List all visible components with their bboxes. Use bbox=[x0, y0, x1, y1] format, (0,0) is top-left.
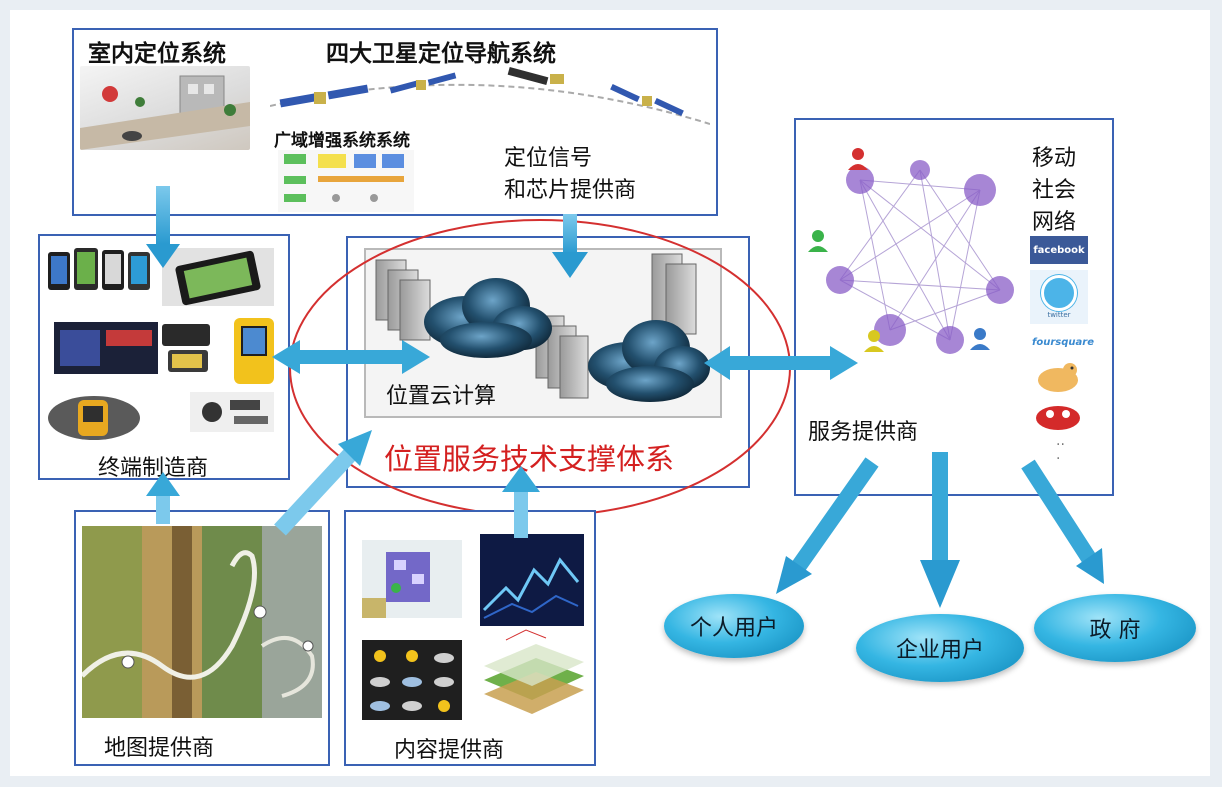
facebook-logo: facebook bbox=[1030, 236, 1088, 264]
satellite-icon bbox=[279, 84, 369, 108]
server-icon bbox=[375, 259, 431, 341]
content-imagery-image bbox=[362, 534, 584, 720]
satellite-icon bbox=[389, 72, 457, 94]
indoor-positioning-image bbox=[80, 66, 250, 150]
satellite-orbit bbox=[270, 66, 710, 125]
content-provider-label: 内容提供商 bbox=[394, 738, 505, 763]
user-icon bbox=[808, 230, 828, 252]
social-network-label-line2: 社会 bbox=[1032, 178, 1077, 203]
government-label: 政 府 bbox=[1089, 618, 1141, 643]
server-icon bbox=[535, 315, 589, 399]
handheld-gps-icon bbox=[234, 318, 274, 384]
more-dots: ··· bbox=[1056, 437, 1065, 467]
cloud-icon bbox=[588, 320, 710, 402]
user-icon bbox=[970, 328, 990, 350]
user-icon bbox=[864, 330, 884, 352]
phone-icon bbox=[48, 248, 150, 290]
arrow-map-to-center bbox=[274, 430, 372, 536]
twitter-bird-icon bbox=[1041, 275, 1077, 311]
wide-area-augmentation-label: 广域增强系统系统 bbox=[274, 131, 410, 151]
user-icon bbox=[848, 148, 868, 170]
social-network-label-line3: 网络 bbox=[1032, 210, 1077, 235]
support-system-label: 位置服务技术支撑体系 bbox=[384, 442, 675, 476]
social-network-graph-image bbox=[808, 148, 1014, 354]
government-node: 政 府 bbox=[1034, 594, 1196, 662]
red-robot-logo-icon bbox=[1036, 406, 1080, 430]
terminal-devices-image bbox=[48, 248, 274, 440]
personal-user-label: 个人用户 bbox=[689, 616, 778, 641]
twitter-logo-text: twitter bbox=[1047, 311, 1071, 319]
twitter-logo: twitter bbox=[1030, 270, 1088, 324]
personal-user-node: 个人用户 bbox=[664, 594, 804, 658]
arrow-service-to-government bbox=[1021, 459, 1104, 584]
arrow-map-to-terminal bbox=[146, 472, 180, 524]
map-imagery-image bbox=[82, 526, 322, 718]
facebook-logo-text: facebook bbox=[1033, 244, 1085, 256]
satellite-navigation-label: 四大卫星定位导航系统 bbox=[326, 41, 556, 67]
enterprise-user-label: 企业用户 bbox=[895, 638, 984, 663]
enterprise-user-node: 企业用户 bbox=[856, 614, 1024, 682]
arrow-service-to-enterprise bbox=[920, 452, 960, 608]
arrow-signal-to-cloud bbox=[552, 214, 588, 278]
server-icon bbox=[651, 253, 697, 335]
satellite-icon bbox=[610, 83, 684, 117]
indoor-positioning-label: 室内定位系统 bbox=[88, 41, 226, 67]
terminal-manufacturer-label: 终端制造商 bbox=[98, 456, 209, 481]
arrow-service-to-personal bbox=[776, 457, 879, 594]
cloud-computing-label: 位置云计算 bbox=[386, 384, 497, 409]
cloud-computing-image bbox=[375, 253, 710, 402]
mascot-logo-icon bbox=[1038, 363, 1078, 392]
cloud-icon bbox=[424, 278, 552, 358]
signal-chip-label-line2: 和芯片提供商 bbox=[504, 178, 637, 203]
foursquare-logo-text: foursquare bbox=[1032, 336, 1094, 348]
satellite-icon bbox=[507, 66, 564, 86]
social-network-label-line1: 移动 bbox=[1032, 146, 1077, 171]
wide-area-diagram-image bbox=[278, 150, 414, 212]
signal-chip-label-line1: 定位信号 bbox=[504, 146, 593, 171]
arrow-terminal-cloud bbox=[272, 340, 430, 374]
map-provider-label: 地图提供商 bbox=[104, 736, 215, 761]
service-provider-label: 服务提供商 bbox=[808, 420, 919, 445]
arrow-content-to-center bbox=[502, 466, 540, 538]
foursquare-logo: foursquare bbox=[1030, 330, 1096, 354]
arrow-top-to-terminal bbox=[146, 186, 180, 268]
arrow-cloud-service bbox=[704, 346, 858, 380]
